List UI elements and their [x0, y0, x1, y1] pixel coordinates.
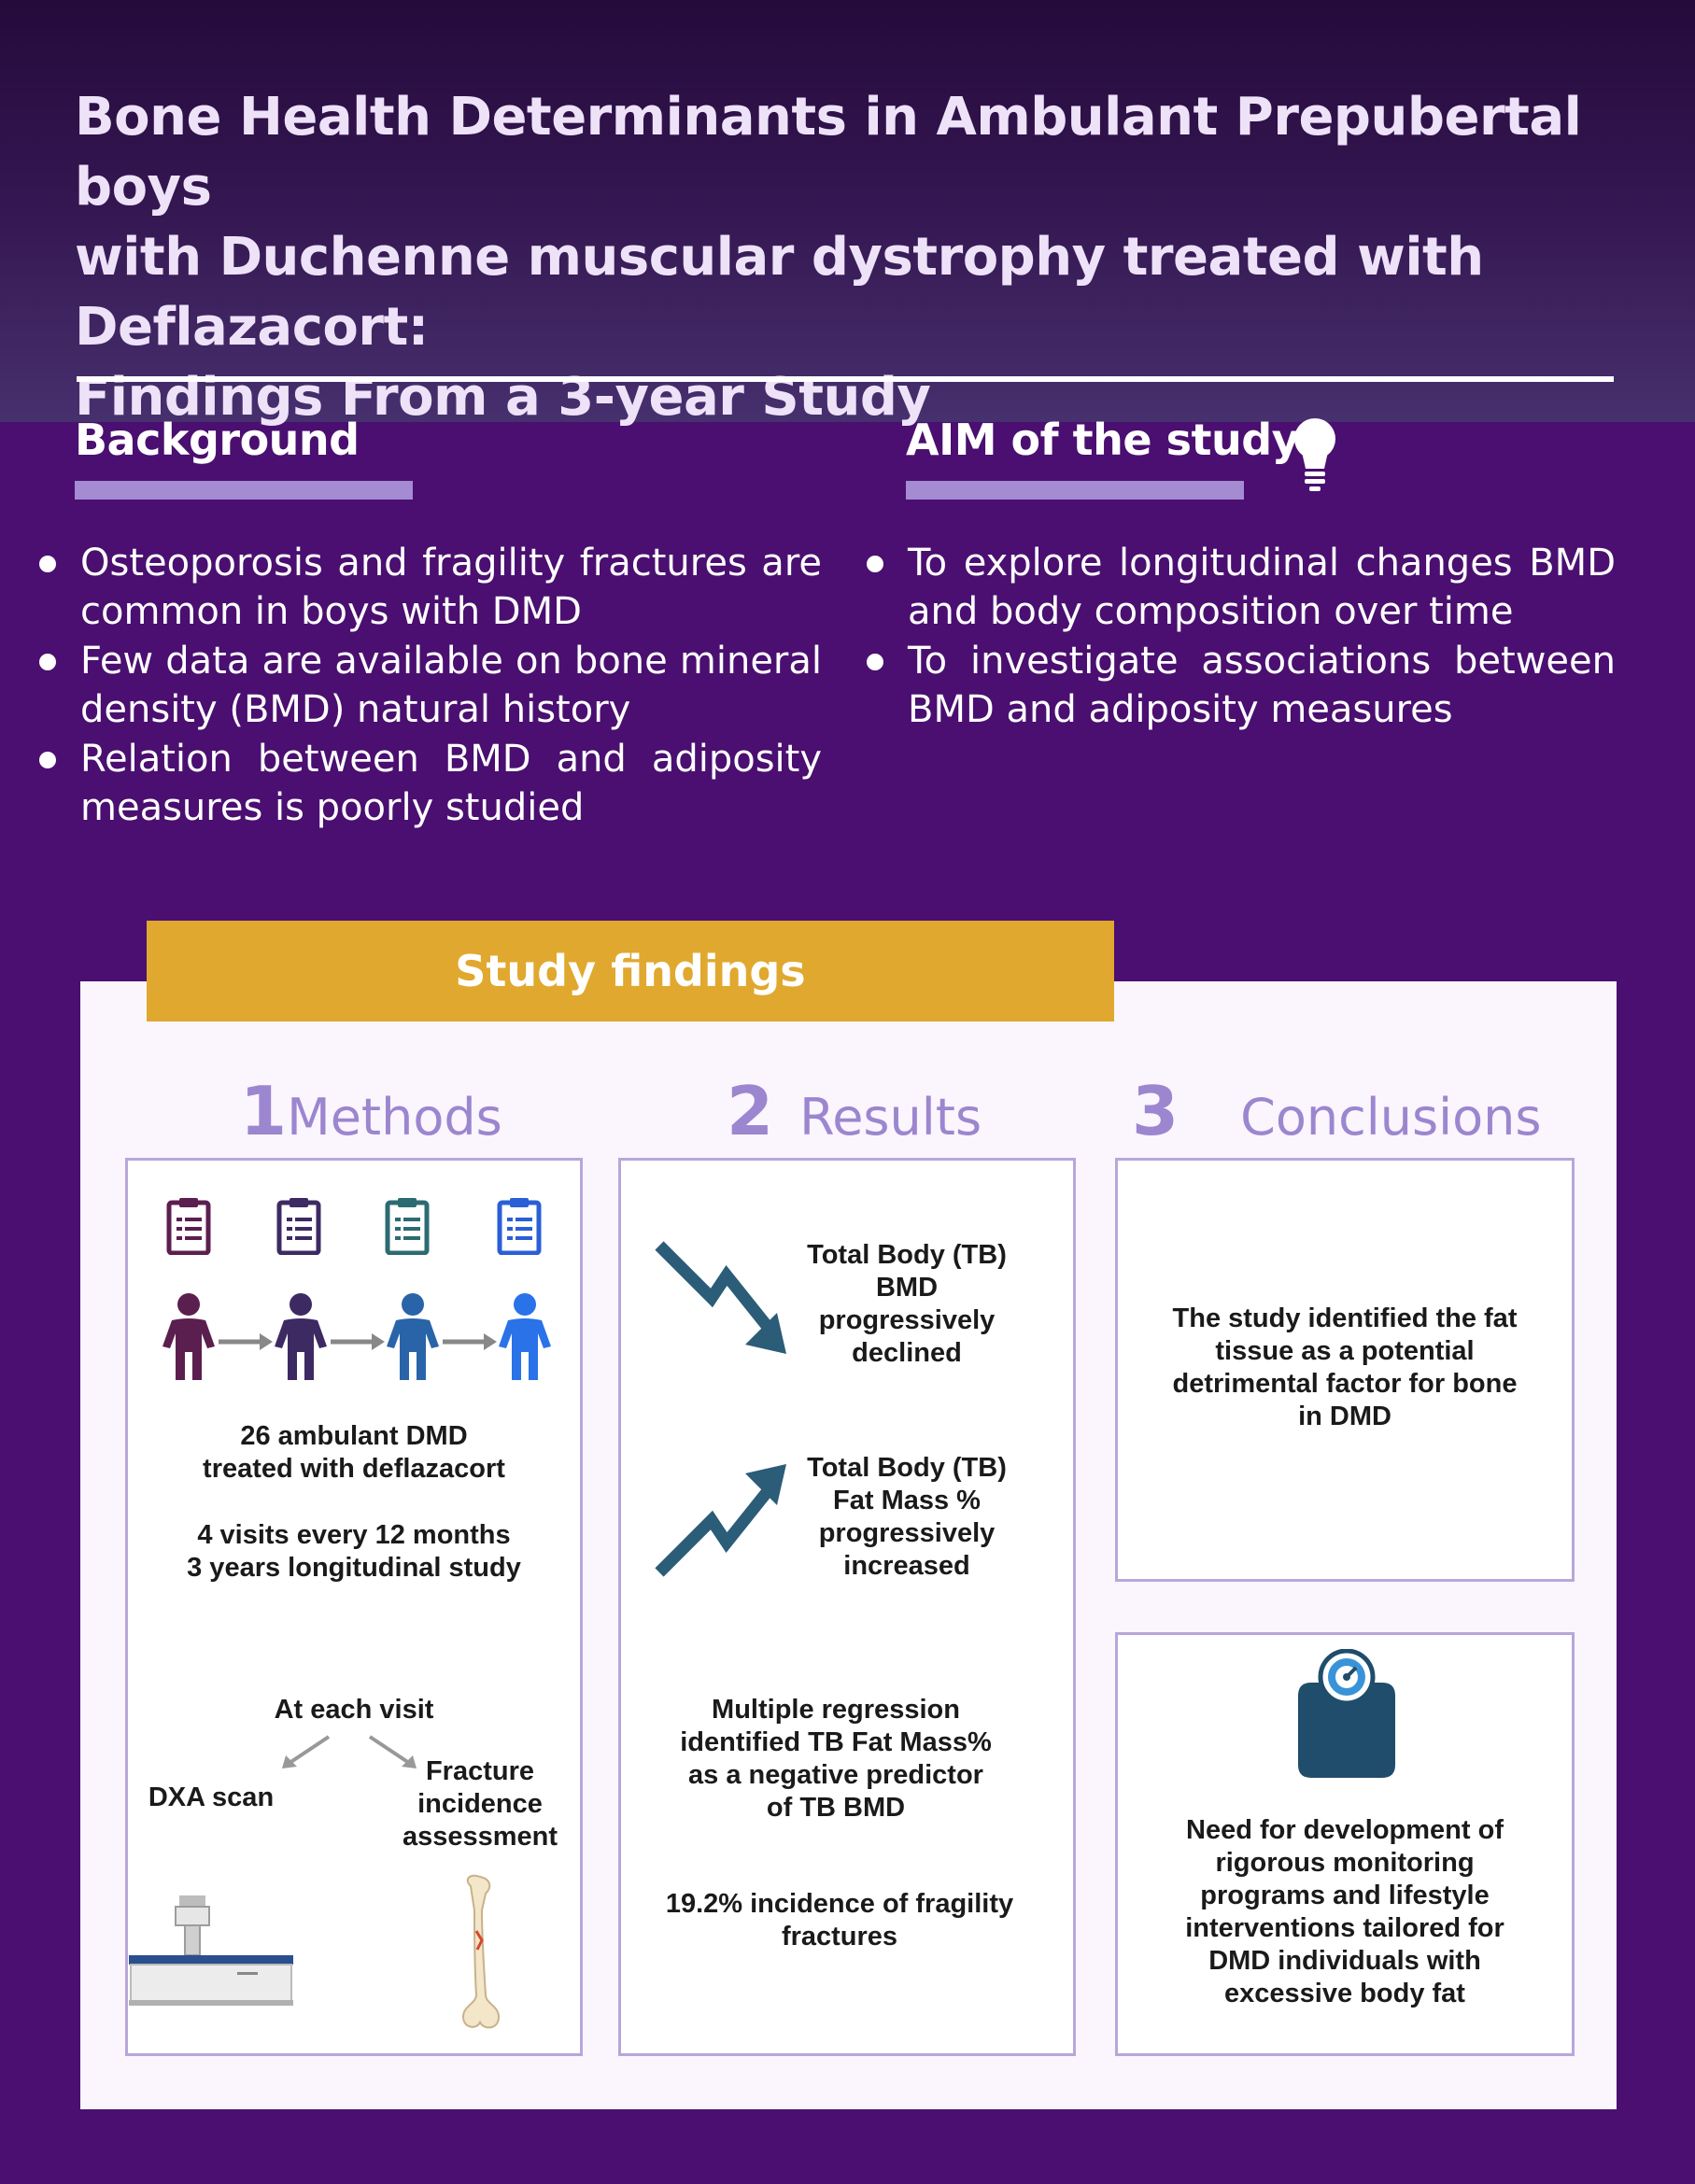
conclusions-number: 3 [1132, 1072, 1179, 1150]
conclusion-need-text: Need for development of rigorous monitor… [1185, 1815, 1504, 2008]
methods-heading: 1Methods [240, 1069, 502, 1153]
results-panel [618, 1158, 1076, 2056]
conclusions-heading: 3 Conclusions [1132, 1069, 1542, 1153]
title-divider [77, 376, 1614, 382]
person-icon [387, 1293, 439, 1380]
conclusions-label: Conclusions [1240, 1088, 1542, 1147]
person-icon [162, 1293, 215, 1380]
fracture-assessment-label: Fracture incidence assessment [402, 1756, 558, 1852]
bmd-decline-text: Total Body (TB) BMD progressively declin… [807, 1240, 1007, 1368]
bullet-dot-icon [39, 556, 56, 572]
arrow-down-left-icon [282, 1735, 331, 1768]
aim-bullet: To investigate associations between BMD … [859, 637, 1616, 734]
background-bullet: Relation between BMD and adiposity measu… [32, 735, 822, 832]
background-bullet-list: Osteoporosis and fragility fractures are… [32, 539, 822, 833]
regression-text: Multiple regression identified TB Fat Ma… [680, 1695, 992, 1823]
aim-heading-underline [906, 481, 1244, 500]
methods-number: 1 [240, 1072, 288, 1150]
weighing-scale-icon [1298, 1649, 1395, 1778]
bullet-dot-icon [39, 654, 56, 670]
person-icon [499, 1293, 551, 1380]
results-heading: 2 Results [727, 1069, 982, 1153]
conclusions-finding-panel [1115, 1158, 1575, 1582]
trend-up-arrow-icon [655, 1464, 786, 1577]
dxa-scanner-icon [129, 1895, 293, 2006]
bullet-dot-icon [39, 752, 56, 768]
bullet-dot-icon [867, 556, 883, 572]
aim-bullet-list: To explore longitudinal changes BMD and … [859, 539, 1616, 735]
at-each-visit-label: At each visit [274, 1695, 434, 1725]
clipboard-icon [166, 1198, 211, 1255]
findings-banner: Study findings [147, 921, 1114, 1022]
background-bullet: Few data are available on bone mineral d… [32, 637, 822, 734]
aim-heading: AIM of the study [906, 415, 1300, 465]
fat-mass-increase-text: Total Body (TB) Fat Mass % progressively… [807, 1453, 1007, 1581]
title-line: with Duchenne muscular dystrophy treated… [75, 227, 1484, 358]
background-heading-underline [75, 481, 413, 500]
header-band [0, 0, 1695, 422]
bullet-dot-icon [867, 654, 883, 670]
trend-down-arrow-icon [655, 1241, 786, 1354]
methods-subjects-text: 26 ambulant DMD treated with deflazacort [203, 1421, 505, 1484]
dxa-scan-label: DXA scan [148, 1782, 275, 1812]
background-bullet: Osteoporosis and fragility fractures are… [32, 539, 822, 636]
femur-bone-icon [461, 1874, 501, 2029]
clipboard-icon [497, 1198, 542, 1255]
lightbulb-icon [1294, 418, 1335, 491]
methods-visits-text: 4 visits every 12 months 3 years longitu… [187, 1520, 521, 1583]
aim-bullet: To explore longitudinal changes BMD and … [859, 539, 1616, 636]
clipboard-icon [385, 1198, 430, 1255]
arrow-down-right-icon [368, 1735, 417, 1768]
arrow-right-icon [219, 1333, 273, 1350]
results-label: Results [799, 1088, 982, 1147]
conclusion-fat-tissue-text: The study identified the fat tissue as a… [1172, 1303, 1518, 1431]
title-line: Bone Health Determinants in Ambulant Pre… [75, 87, 1582, 218]
methods-label: Methods [287, 1088, 502, 1147]
fracture-incidence-text: 19.2% incidence of fragility fractures [665, 1889, 1014, 1952]
arrow-right-icon [443, 1333, 497, 1350]
clipboard-icon [276, 1198, 321, 1255]
arrow-right-icon [331, 1333, 385, 1350]
person-icon [275, 1293, 327, 1380]
page-title: Bone Health Determinants in Ambulant Pre… [75, 82, 1644, 432]
background-heading: Background [75, 415, 360, 465]
results-number: 2 [727, 1072, 774, 1150]
